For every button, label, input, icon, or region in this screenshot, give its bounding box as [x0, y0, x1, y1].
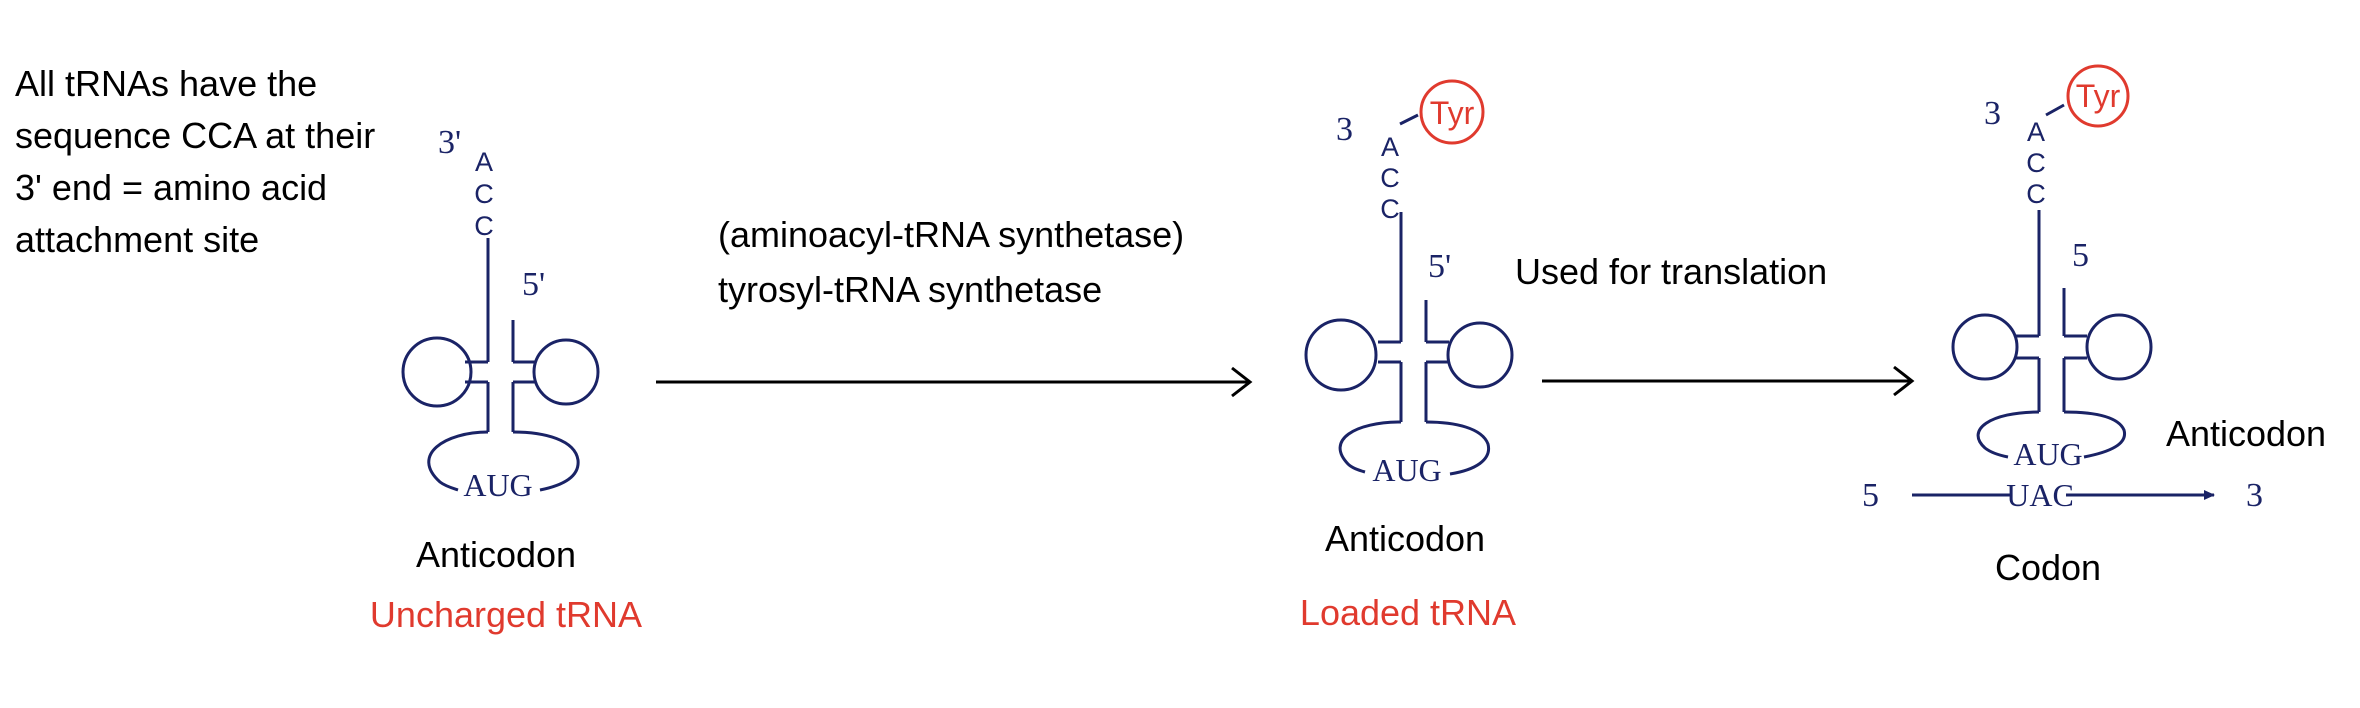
anticodon-sequence: AUG [2013, 436, 2082, 472]
anticodon-loop [1338, 420, 1491, 476]
translating-trna [1912, 103, 2153, 497]
acceptor-stem [486, 238, 515, 362]
side-arms [2016, 334, 2087, 360]
t-loop [532, 338, 600, 406]
anticodon-loop [427, 430, 580, 492]
amino-acid-label: Tyr [1430, 95, 1475, 131]
d-loop [1304, 318, 1378, 392]
anticodon-label: Anticodon [416, 534, 576, 575]
uncharged-trna-label: Uncharged tRNA [370, 594, 642, 635]
cca-note-line: sequence CCA at their [15, 115, 376, 156]
codon-label: Codon [1995, 547, 2101, 588]
anticodon-label: Anticodon [1325, 518, 1485, 559]
tyr-circle [1419, 79, 1485, 145]
d-loop [401, 336, 473, 408]
uncharged-trna [401, 238, 600, 492]
cca-base: C [1380, 194, 1400, 224]
loaded-3prime: 3 [1336, 111, 1353, 148]
cca-note-line: 3' end = amino acid [15, 167, 328, 208]
tyr-bond [2045, 103, 2065, 117]
anticodon-stem [1399, 362, 1428, 422]
tyr-bond [1399, 113, 1419, 126]
mrna-5prime: 5 [1862, 477, 1879, 514]
cca-base: A [2027, 117, 2045, 147]
t-loop [1446, 321, 1514, 389]
anticodon-sequence: AUG [463, 467, 532, 503]
tyr-circle [2066, 64, 2130, 128]
translation-arrow [1542, 365, 1915, 397]
translating-5prime: 5 [2072, 237, 2089, 274]
enzyme-class-label: (aminoacyl-tRNA synthetase) [718, 214, 1184, 255]
side-arms [465, 360, 536, 384]
cca-note-line: attachment site [15, 219, 260, 260]
codon-sequence: UAC [2006, 477, 2074, 513]
loaded-trna-label: Loaded tRNA [1300, 592, 1516, 633]
d-loop [1951, 313, 2019, 381]
cca-base: C [2026, 148, 2046, 178]
acceptor-stem [2037, 210, 2066, 336]
anticodon-label: Anticodon [2166, 413, 2326, 454]
translating-3prime: 3 [1984, 95, 2001, 132]
amino-acid-label: Tyr [2076, 78, 2121, 114]
uncharged-5prime: 5' [522, 266, 545, 303]
anticodon-loop [1976, 410, 2126, 459]
acceptor-stem [1399, 212, 1428, 342]
cca-base: C [2026, 179, 2046, 209]
uncharged-3prime: 3' [438, 124, 461, 161]
cca-base: C [1380, 163, 1400, 193]
anticodon-sequence: AUG [1372, 452, 1441, 488]
cca-note: All tRNAs have the sequence CCA at their… [15, 58, 435, 266]
charging-arrow [656, 366, 1253, 398]
cca-base: A [1381, 132, 1399, 162]
anticodon-stem [2037, 358, 2066, 412]
side-arms [1378, 340, 1449, 364]
anticodon-stem [486, 382, 515, 432]
translation-step-label: Used for translation [1515, 251, 1827, 292]
cca-base: A [475, 147, 493, 177]
cca-base: C [474, 211, 494, 241]
cca-base: C [474, 179, 494, 209]
enzyme-label: tyrosyl-tRNA synthetase [718, 269, 1102, 310]
cca-note-line: All tRNAs have the [15, 63, 318, 104]
loaded-5prime: 5' [1428, 248, 1451, 285]
t-loop [2085, 313, 2153, 381]
loaded-trna [1304, 113, 1514, 476]
mrna-3prime: 3 [2246, 477, 2263, 514]
